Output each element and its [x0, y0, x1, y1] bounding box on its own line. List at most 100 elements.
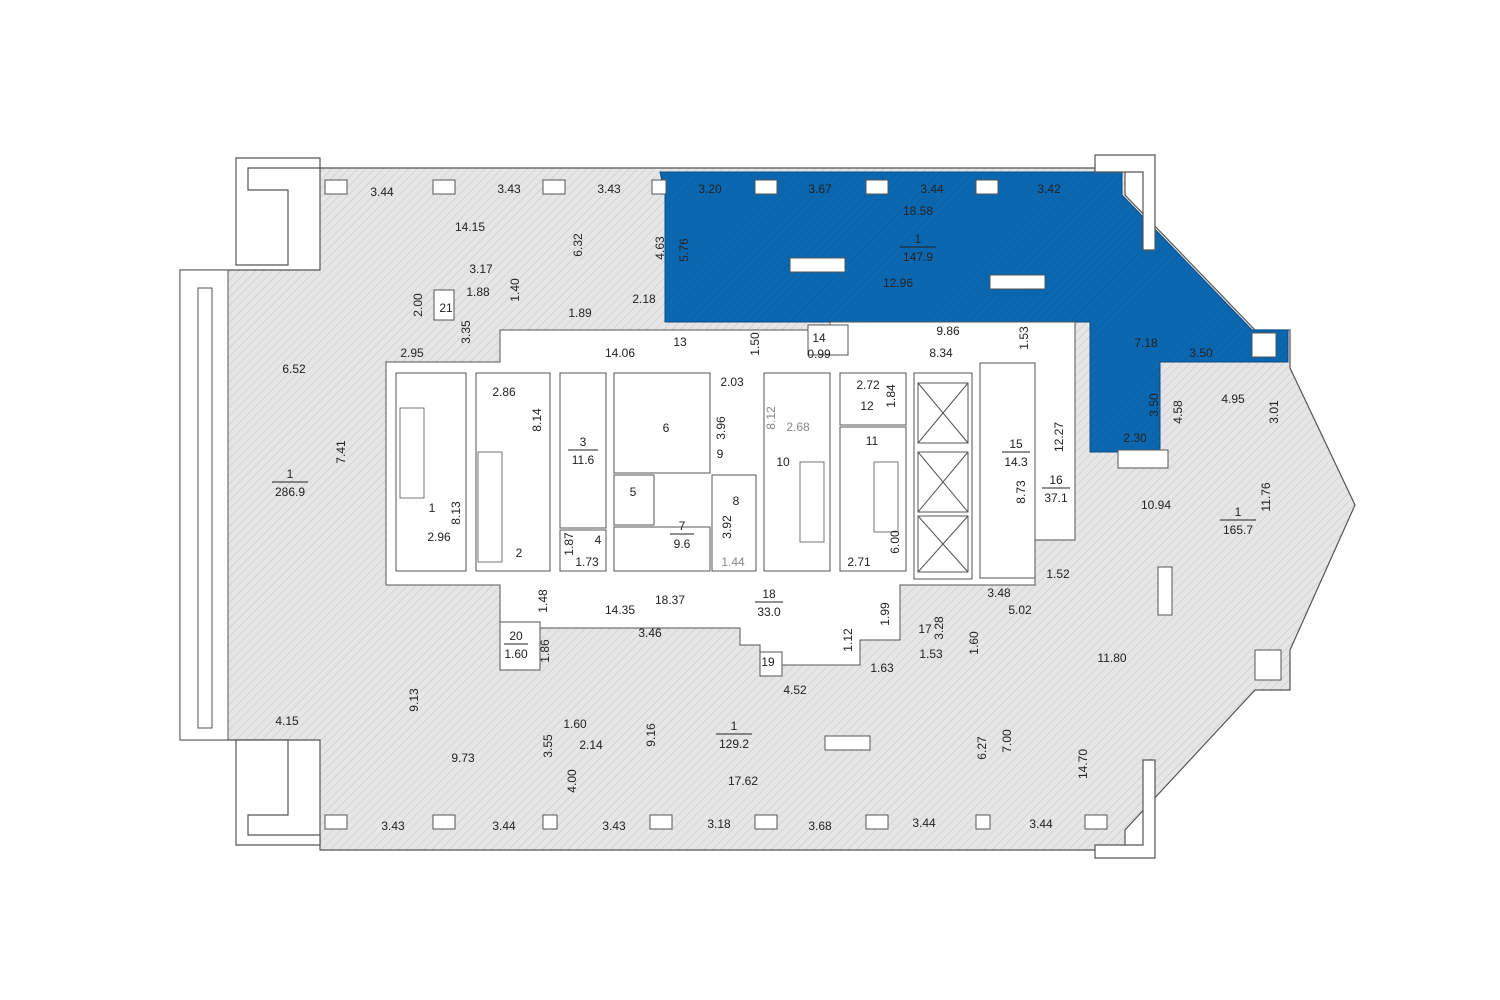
room-number-15: 15 — [1009, 437, 1023, 451]
dimension-label: 3.50 — [1147, 393, 1161, 417]
corner-bays — [235, 154, 1156, 859]
dimension-label: 11.80 — [1097, 651, 1126, 665]
dimension-label: 3.43 — [602, 819, 626, 833]
dimension-label: 1.84 — [884, 384, 898, 408]
dimension-label: 4.58 — [1171, 400, 1185, 424]
dimension-label: 1.44 — [721, 555, 745, 569]
room-number: 4 — [595, 533, 602, 547]
elevators — [917, 382, 969, 573]
dimension-label: 6.00 — [888, 530, 902, 554]
dimension-label: 14.06 — [605, 346, 635, 360]
room-area-1-s: 129.2 — [719, 737, 749, 751]
dimension-label: 7.18 — [1134, 336, 1158, 350]
room-number: 12 — [860, 399, 874, 413]
dimension-label: 1.73 — [575, 555, 599, 569]
dimension-label: 3.44 — [912, 816, 936, 830]
room-area-20: 1.60 — [504, 647, 528, 661]
dimension-label: 1.60 — [563, 717, 587, 731]
dimension-label: 2.68 — [786, 420, 810, 434]
dimension-label: 3.44 — [920, 182, 944, 196]
room-area-15: 14.3 — [1004, 455, 1028, 469]
dimension-label: 14.15 — [455, 220, 485, 234]
dimension-label: 14.70 — [1076, 749, 1090, 779]
dimension-label: 9.86 — [936, 324, 960, 338]
dimension-label: 9.73 — [451, 751, 475, 765]
dimension-label: 7.00 — [1000, 729, 1014, 753]
room-number: 13 — [673, 335, 687, 349]
room-number: 17 — [918, 622, 932, 636]
dimension-label: 3.35 — [459, 320, 473, 344]
dimension-label: 3.55 — [541, 734, 555, 758]
dimension-label: 3.17 — [469, 262, 493, 276]
dimension-label: 2.03 — [720, 375, 744, 389]
dimension-label: 18.58 — [903, 204, 933, 218]
dimension-label: 7.41 — [334, 440, 348, 464]
room-number: 5 — [630, 485, 637, 499]
room-number: 14 — [812, 331, 826, 345]
room-number-1-nw: 1 — [287, 467, 294, 481]
dimension-label: 1.52 — [1046, 567, 1070, 581]
dimension-label: 2.96 — [427, 530, 451, 544]
dimension-label: 17.62 — [728, 774, 758, 788]
dimension-label: 11.76 — [1259, 482, 1273, 511]
dimension-label: 3.46 — [638, 626, 662, 640]
dimension-label: 3.67 — [808, 182, 832, 196]
room-area-1-nw: 286.9 — [275, 485, 305, 499]
dimension-label: 10.94 — [1141, 498, 1171, 512]
dimension-label: 3.43 — [497, 182, 521, 196]
dimension-label: 1.63 — [870, 661, 894, 675]
room-labels: 1 286.9 1 147.9 1 165.7 1 129.2 3 11.6 7… — [272, 232, 1256, 751]
room-number: 9 — [717, 447, 724, 461]
room-number: 19 — [761, 655, 775, 669]
dimension-label: 2.30 — [1123, 431, 1147, 445]
dimension-label: 1.88 — [466, 285, 490, 299]
dimension-label: 1.53 — [1017, 326, 1031, 350]
dimension-label: 2.95 — [400, 346, 424, 360]
columns — [324, 179, 1282, 830]
dimension-label: 12.96 — [883, 276, 913, 290]
dimension-label: 1.87 — [562, 532, 576, 556]
dimension-label: 3.96 — [714, 416, 728, 440]
room-number: 2 — [516, 546, 523, 560]
dimension-label: 8.14 — [530, 408, 544, 432]
dimension-label: 4.52 — [783, 683, 807, 697]
stairs — [399, 407, 899, 563]
room-number: 21 — [439, 301, 453, 315]
room-number-1-ne: 1 — [915, 232, 922, 246]
dimension-label: 3.20 — [698, 182, 722, 196]
dimension-label: 4.63 — [653, 236, 667, 260]
dimension-label: 5.02 — [1008, 603, 1032, 617]
dimension-label: 8.73 — [1014, 480, 1028, 504]
room-number-1-e: 1 — [1235, 505, 1242, 519]
room-number-20: 20 — [509, 629, 523, 643]
dimension-label: 8.12 — [764, 406, 778, 430]
room-area-16: 37.1 — [1044, 491, 1068, 505]
dimension-label: 2.00 — [411, 293, 425, 317]
dimension-label: 3.50 — [1189, 346, 1213, 360]
service-rooms — [433, 289, 849, 677]
dimension-label: 1.48 — [536, 589, 550, 613]
room-number-18: 18 — [762, 587, 776, 601]
room-number-16: 16 — [1049, 473, 1063, 487]
dimension-label: 3.18 — [707, 817, 731, 831]
dimension-labels: 3.44 3.43 3.43 3.20 3.67 3.44 3.42 14.15… — [275, 182, 1281, 833]
dimension-label: 3.92 — [720, 515, 734, 539]
dimension-label: 8.34 — [929, 346, 953, 360]
dimension-label: 3.43 — [381, 819, 405, 833]
room-number: 8 — [733, 494, 740, 508]
dimension-label: 1.60 — [967, 631, 981, 655]
dimension-label: 3.42 — [1037, 182, 1061, 196]
dimension-label: 12.27 — [1052, 422, 1066, 452]
room-number: 6 — [663, 421, 670, 435]
room-number: 11 — [866, 434, 879, 448]
dimension-label: 4.95 — [1221, 392, 1245, 406]
room-number: 1 — [429, 501, 436, 515]
dimension-label: 8.13 — [449, 501, 463, 525]
dimension-label: 6.27 — [975, 736, 989, 760]
dimension-label: 1.53 — [919, 647, 943, 661]
dimension-label: 9.16 — [644, 723, 658, 747]
dimension-label: 18.37 — [655, 593, 685, 607]
dimension-label: 3.48 — [987, 586, 1011, 600]
room-area-7: 9.6 — [674, 537, 691, 551]
